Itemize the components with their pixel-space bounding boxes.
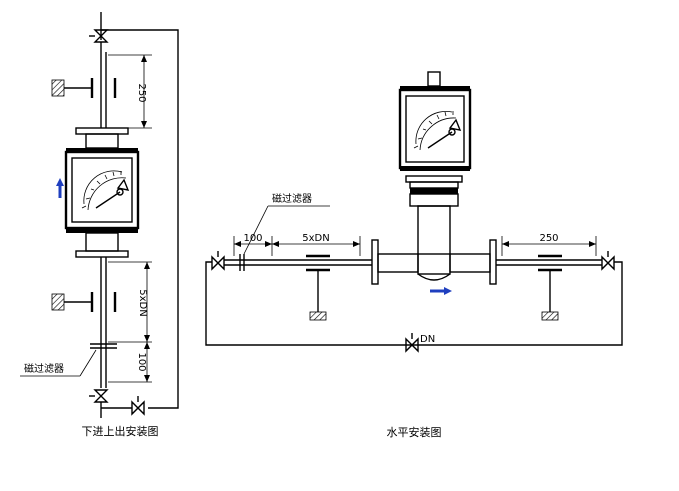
vertical-dim-5xdn [108, 261, 152, 382]
vertical-dim-top-label: 250 [136, 83, 147, 102]
horizontal-dim-mid-label: 5xDN [302, 233, 329, 244]
vertical-upper-flange [75, 127, 129, 149]
horizontal-filter-label: 磁过滤器 [272, 192, 312, 205]
vertical-bottom-valve-icon [89, 389, 109, 418]
horizontal-gauge-dial-icon [413, 111, 462, 151]
vertical-filter [90, 343, 117, 349]
horizontal-bypass-label: DN [420, 334, 435, 345]
horizontal-left-valve-icon [211, 251, 225, 271]
vertical-bypass-valve-icon [131, 396, 145, 416]
vertical-gauge-dial-icon [81, 170, 130, 211]
vertical-dim-250 [108, 54, 152, 129]
horizontal-right-valve-icon [601, 251, 615, 271]
vertical-flowmeter [56, 148, 140, 233]
vertical-filter-label: 磁过滤器 [24, 362, 64, 375]
vertical-dim-100 [108, 342, 152, 383]
vertical-dim-bottom-label: 100 [136, 352, 147, 371]
horizontal-flowmeter [398, 71, 472, 281]
horizontal-left-flange [371, 239, 419, 285]
horizontal-dim-right-label: 250 [539, 233, 558, 244]
vertical-installation: 250 [20, 12, 179, 438]
vertical-flow-arrow-icon [56, 178, 64, 198]
horizontal-flow-arrow-icon [430, 287, 452, 295]
horizontal-right-support-icon [538, 254, 562, 321]
vertical-lower-support-icon [51, 292, 117, 312]
horizontal-caption: 水平安装图 [387, 425, 442, 439]
vertical-bypass-line [100, 29, 179, 409]
horizontal-filter-leader [243, 205, 269, 255]
vertical-caption: 下进上出安装图 [82, 424, 159, 438]
vertical-upper-support-icon [51, 78, 117, 98]
horizontal-left-support-icon [306, 254, 330, 321]
horizontal-right-flange [449, 239, 497, 285]
vertical-dim-mid-label: 5xDN [137, 289, 148, 316]
horizontal-dim-left-label: 100 [243, 233, 262, 244]
vertical-top-valve-icon [89, 12, 109, 52]
vertical-lower-flange [75, 232, 129, 258]
horizontal-installation: DN 磁过滤器 100 5xDN [205, 71, 623, 439]
horizontal-dim-right [501, 236, 597, 256]
horizontal-dim-left [233, 236, 361, 256]
horizontal-bypass-valve-icon [405, 333, 419, 353]
horizontal-bypass-line [205, 261, 623, 346]
